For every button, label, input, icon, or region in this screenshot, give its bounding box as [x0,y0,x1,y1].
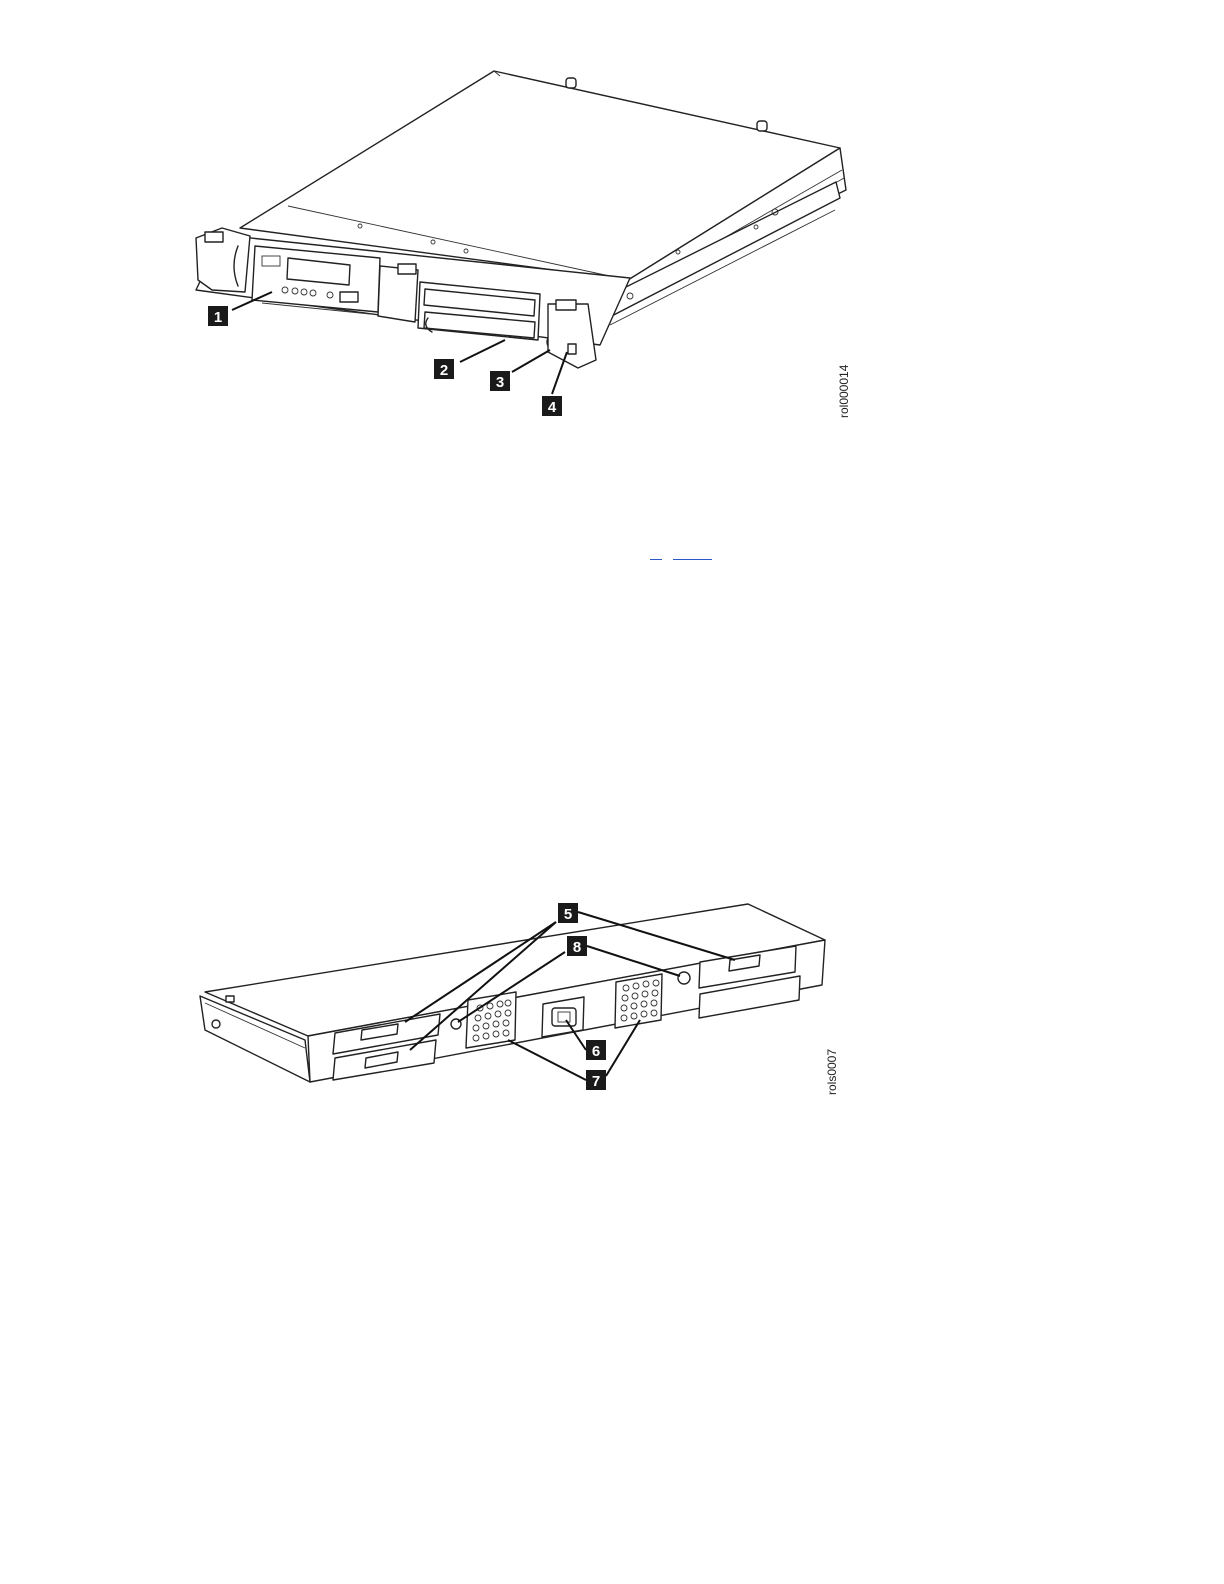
callout-5: 5 [558,903,578,923]
callout-8: 8 [567,936,587,956]
svg-text:4: 4 [548,399,557,416]
reference-link-1[interactable] [650,545,662,560]
callout-2: 2 [434,359,454,379]
front-view-figure: 1 2 3 4 rol000014 [196,71,851,418]
svg-text:8: 8 [573,939,581,956]
svg-text:3: 3 [496,374,504,391]
thumbscrew-right [678,972,690,984]
callout-4: 4 [542,396,562,416]
svg-text:5: 5 [564,906,572,923]
figure-id-front: rol000014 [837,364,851,418]
callout-6: 6 [586,1040,606,1060]
power-inlet [552,1008,576,1026]
panel-button [340,292,358,302]
figure-id-rear: rols0007 [825,1049,839,1095]
callout-7: 7 [586,1070,606,1090]
callout-1: 1 [208,306,228,326]
svg-text:7: 7 [592,1073,600,1090]
callout-3: 3 [490,371,510,391]
svg-text:1: 1 [214,309,222,326]
right-rack-ear [548,304,596,368]
svg-text:2: 2 [440,362,448,379]
rear-view-figure: 5 8 6 7 rols0007 [200,903,839,1095]
reference-link-2[interactable] [673,545,712,560]
svg-text:6: 6 [592,1043,600,1060]
